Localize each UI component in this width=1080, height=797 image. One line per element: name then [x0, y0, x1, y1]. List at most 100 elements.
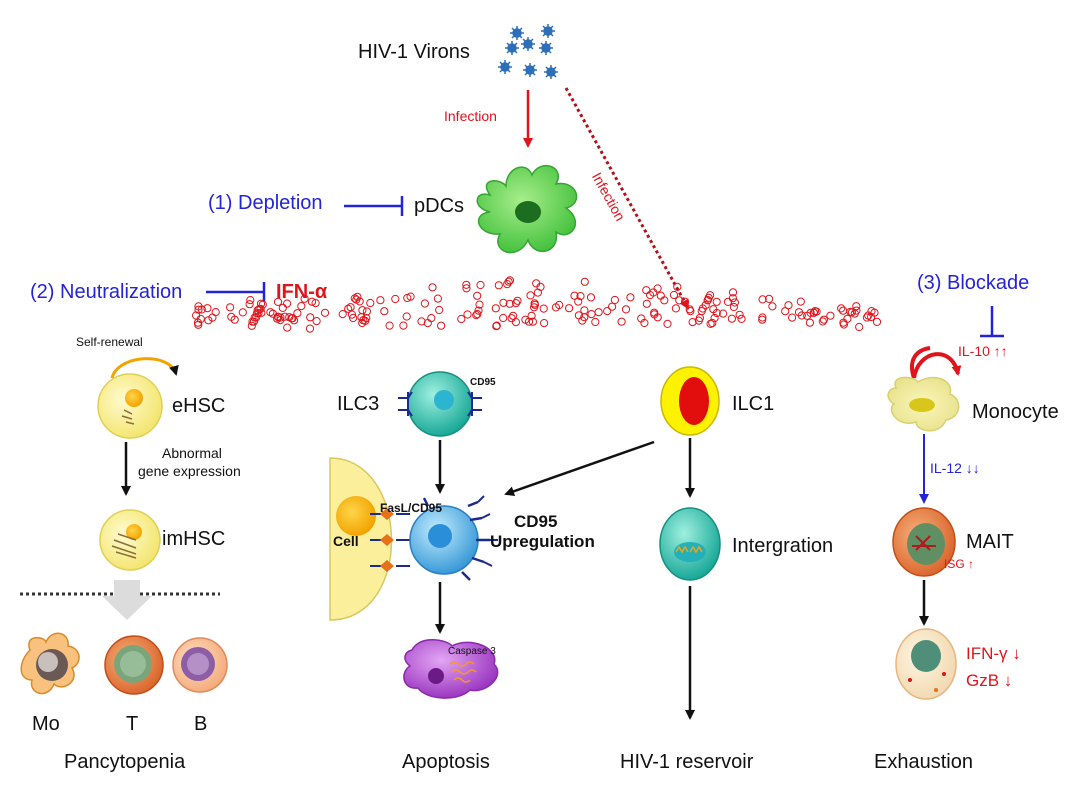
- ilc3-cell-icon: [398, 371, 482, 437]
- t-cell-icon: [104, 635, 164, 695]
- ifn-alpha-molecule: [406, 292, 415, 301]
- ifn-alpha-molecule: [688, 318, 697, 327]
- ifn-alpha-molecule: [580, 277, 589, 286]
- ifn-alpha-molecule: [663, 319, 672, 328]
- ifn-alpha-molecule: [194, 302, 203, 311]
- mait-cell-icon: [892, 507, 956, 577]
- blockade-label: (3) Blockade: [917, 272, 1030, 294]
- ifn-alpha-molecule: [423, 319, 432, 328]
- gzb-label: GzB ↓: [966, 671, 1013, 690]
- ifn-alpha-molecule: [306, 313, 315, 322]
- ifn-alpha-molecule: [247, 321, 256, 330]
- ifn-alpha-molecule: [513, 296, 522, 305]
- exhausted-cell-icon: [895, 628, 957, 700]
- stem-cell-icon: [99, 509, 161, 571]
- ifn-alpha-molecule: [586, 293, 596, 302]
- ifn-alpha-molecule: [376, 296, 385, 305]
- ifn-alpha-molecule: [610, 295, 620, 305]
- ifn-alpha-molecule: [256, 299, 266, 308]
- ifn-alpha-molecule: [504, 277, 513, 286]
- ifn-alpha-molecule: [768, 302, 777, 311]
- ifn-alpha-molecule: [211, 308, 220, 317]
- ilc1-cell-icon: [660, 366, 720, 436]
- ifn-alpha-molecule: [473, 310, 482, 319]
- ifn-alpha-molecule: [536, 282, 545, 291]
- ifn-alpha-molecule: [256, 304, 265, 313]
- ifn-alpha-molecule: [737, 314, 746, 323]
- ifn-alpha-molecule: [300, 294, 309, 303]
- b-label: B: [194, 713, 208, 735]
- ifn-alpha-molecule: [728, 288, 738, 297]
- ifn-alpha-molecule: [723, 297, 733, 306]
- ifn-alpha-molecule: [855, 322, 864, 332]
- ifn-alpha-molecule: [784, 301, 793, 310]
- integration-label: Intergration: [732, 535, 834, 557]
- ifn-alpha-molecule: [626, 293, 635, 302]
- ifn-alpha-molecule: [788, 313, 797, 322]
- ifn-alpha-molecule: [472, 311, 481, 320]
- ifn-alpha-molecule: [671, 304, 681, 313]
- ifn-alpha-molecule: [521, 315, 530, 324]
- ifn-alpha-molecule: [473, 291, 482, 300]
- ifn-alpha-molecule: [476, 280, 485, 290]
- ifn-alpha-molecule: [290, 316, 299, 325]
- ifn-alpha-molecule: [293, 309, 302, 318]
- ifn-alpha-molecule: [420, 299, 429, 308]
- ifn-alpha-molecule: [837, 304, 846, 313]
- depletion-label: (1) Depletion: [208, 192, 323, 214]
- ifn-alpha-molecule: [511, 299, 521, 308]
- ifn-alpha-molecule: [805, 318, 815, 327]
- ifn-alpha-molecule: [320, 308, 330, 317]
- ifn-alpha-molecule: [862, 313, 872, 322]
- ifn-alpha-molecule: [617, 317, 626, 326]
- ifn-alpha-molecule: [508, 311, 518, 320]
- ifn-alpha-molecule: [433, 294, 442, 303]
- apoptotic-cell-icon: [403, 639, 499, 699]
- il10-label: IL-10 ↑↑: [958, 343, 1008, 359]
- monocyte-label: Monocyte: [972, 401, 1059, 423]
- ifn-alpha-molecule: [578, 316, 587, 325]
- ifn-alpha-molecule: [505, 276, 515, 285]
- ifn-alpha-molecule: [475, 300, 484, 309]
- ifn-alpha-molecule: [463, 310, 472, 319]
- ifn-alpha-molecule: [576, 292, 585, 301]
- ifn-alpha-molecule: [727, 314, 737, 323]
- blockade-inhibit-line: [980, 306, 1004, 338]
- ifn-alpha-molecule: [818, 317, 827, 326]
- ifn-alpha-molecule: [346, 303, 355, 312]
- ifn-alpha-molecule: [852, 302, 861, 311]
- ifn-gamma-label: IFN-γ ↓: [966, 644, 1021, 663]
- ifn-alpha-molecule: [675, 296, 684, 305]
- cell-label: Cell: [333, 533, 359, 549]
- ifn-alpha-molecule: [765, 294, 774, 303]
- ifn-alpha-molecule: [273, 297, 283, 306]
- ifn-alpha-molecule: [704, 293, 713, 302]
- ifn-alpha-molecule: [587, 310, 596, 319]
- dendritic-cell-icon: [476, 165, 578, 254]
- ehsc-label: eHSC: [172, 395, 226, 417]
- ifn-alpha-molecule: [344, 304, 353, 313]
- neutralization-inhibit-line: [206, 282, 266, 302]
- ifn-alpha-molecule: [494, 281, 503, 290]
- ifn-alpha-molecule: [712, 297, 721, 306]
- ifn-alpha-molecule: [204, 316, 213, 325]
- virions-label: HIV-1 Virons: [358, 41, 470, 63]
- ifn-alpha-molecule: [812, 307, 821, 316]
- neutralization-label: (2) Neutralization: [30, 281, 183, 303]
- ifn-alpha-molecule: [710, 313, 719, 323]
- ifn-alpha-molecule: [695, 313, 705, 323]
- ifn-alpha-molecule: [706, 319, 715, 328]
- ifn-alpha-molecule: [457, 314, 466, 324]
- ifn-alpha-molecule: [435, 305, 444, 315]
- ifn-alpha-molecule: [283, 323, 292, 332]
- ifn-alpha-molecules: [192, 276, 882, 333]
- ifn-alpha-molecule: [719, 309, 728, 318]
- fasl-label: FasL/CD95: [380, 501, 443, 515]
- ifn-alpha-molecule: [574, 297, 583, 306]
- ifn-alpha-molecule: [427, 314, 436, 323]
- ilc3-upregulated-cell-icon: [409, 495, 498, 581]
- abnormal-label-1: Abnormal: [162, 445, 222, 461]
- ifn-alpha-molecule: [796, 297, 805, 306]
- ifn-alpha-molecule: [437, 321, 446, 330]
- ifn-alpha-molecule: [806, 308, 815, 317]
